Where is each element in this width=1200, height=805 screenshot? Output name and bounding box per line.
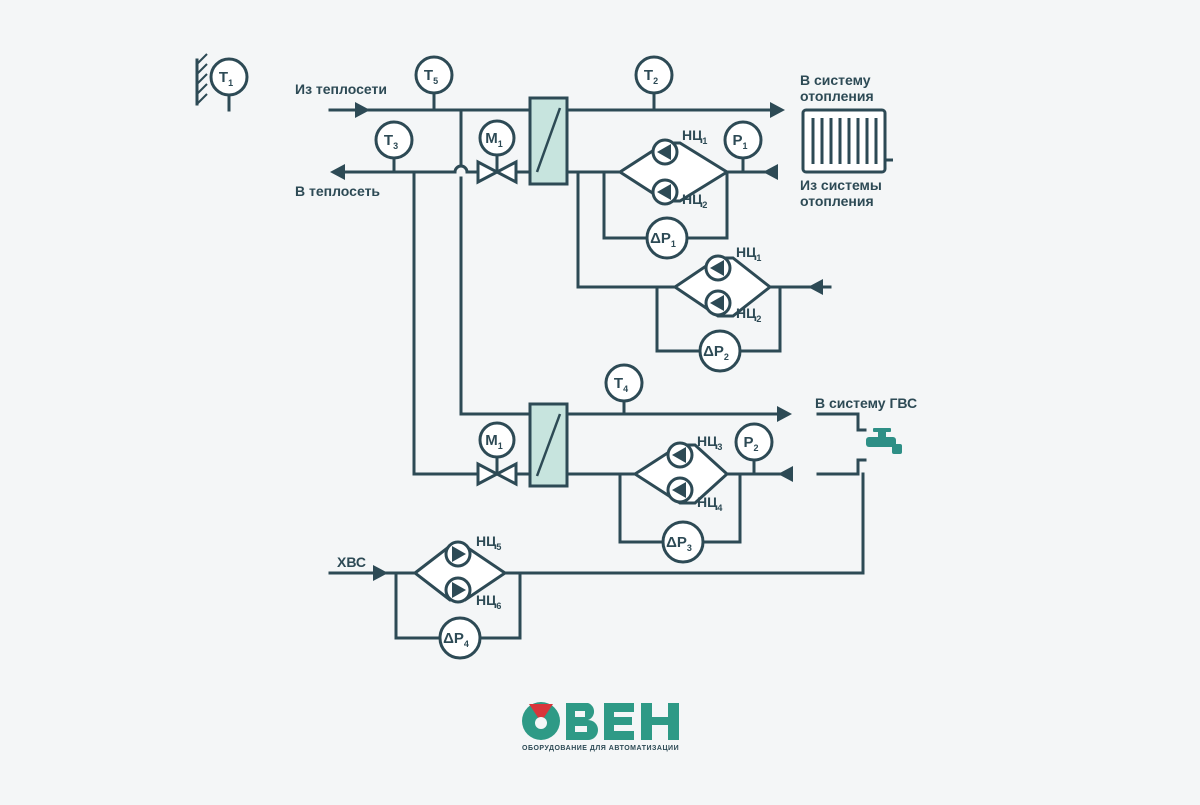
svg-text:T3: T3 <box>384 132 398 151</box>
label-to-heating: В систему <box>800 72 871 88</box>
nc5-label: НЦ <box>476 533 497 549</box>
svg-text:M1: M1 <box>485 432 503 451</box>
svg-text:ΔP3: ΔP3 <box>666 534 692 553</box>
arrow-makeup <box>808 279 823 295</box>
svg-text:T5: T5 <box>424 67 438 86</box>
nc6-sub: 6 <box>496 601 501 611</box>
sensor-dp3: ΔP3 <box>661 520 705 564</box>
sensor-t3: T3 <box>374 120 414 172</box>
nc2-label: НЦ <box>682 191 703 207</box>
nc2b-label: НЦ <box>736 305 757 321</box>
svg-text:ΔP4: ΔP4 <box>443 630 469 649</box>
label-cold-water: ХВС <box>337 554 366 570</box>
wall-hatching <box>196 53 208 105</box>
label-to-dhw: В систему ГВС <box>815 395 917 411</box>
sensor-t4: T4 <box>604 363 644 414</box>
m1b-label: M <box>485 432 498 449</box>
nc1b-sub: 1 <box>756 253 761 263</box>
arrow-to-heating <box>770 102 785 118</box>
pump-group-heating <box>617 138 730 206</box>
label-from-heating: Из системы <box>800 177 882 193</box>
arrow-dhw-return <box>778 466 793 482</box>
sensor-dp2: ΔP2 <box>698 329 742 373</box>
flow-labels: Из теплосети В теплосеть В систему отопл… <box>295 72 917 570</box>
control-valve-dhw: M1 <box>476 421 518 487</box>
nc6-label: НЦ <box>476 592 497 608</box>
svg-text:P2: P2 <box>743 434 758 453</box>
m1a-sub: 1 <box>498 139 503 149</box>
svg-text:НЦ1: НЦ1 <box>736 244 761 263</box>
nc1-sub: 1 <box>702 136 707 146</box>
oven-logo: ОБОРУДОВАНИЕ ДЛЯ АВТОМАТИЗАЦИИ <box>522 702 679 752</box>
nc4-sub: 4 <box>717 503 722 513</box>
svg-text:НЦ5: НЦ5 <box>476 533 501 552</box>
label-to-heating-2: отопления <box>800 88 874 104</box>
label-from-heating-2: отопления <box>800 193 874 209</box>
arrow-to-dhw <box>777 406 792 422</box>
heat-exchanger-heating <box>528 96 569 186</box>
nc5-sub: 5 <box>496 542 501 552</box>
svg-text:НЦ2: НЦ2 <box>682 191 707 210</box>
nc1b-label: НЦ <box>736 244 757 260</box>
svg-text:НЦ1: НЦ1 <box>682 127 707 146</box>
sensor-p1: P1 <box>723 120 763 172</box>
m1a-label: M <box>485 130 498 147</box>
sensor-t1: T1 <box>209 57 249 97</box>
arrow-cold-water <box>373 565 388 581</box>
arrow-in-network <box>355 102 370 118</box>
pump-group-makeup <box>672 254 773 318</box>
sensor-t2: T2 <box>634 55 674 110</box>
svg-text:T2: T2 <box>644 67 658 86</box>
svg-text:НЦ3: НЦ3 <box>697 433 722 452</box>
nc3-label: НЦ <box>697 433 718 449</box>
sensor-dp1: ΔP1 <box>645 216 689 260</box>
svg-text:T1: T1 <box>219 69 233 88</box>
label-to-network: В теплосеть <box>295 183 380 199</box>
nc2-sub: 2 <box>702 200 707 210</box>
svg-text:НЦ6: НЦ6 <box>476 592 501 611</box>
svg-text:НЦ2: НЦ2 <box>736 305 761 324</box>
sensor-p2: P2 <box>734 422 774 474</box>
sensor-dp4: ΔP4 <box>438 616 482 660</box>
pump-group-dhw <box>632 441 730 505</box>
svg-text:T4: T4 <box>614 375 628 394</box>
svg-text:ΔP1: ΔP1 <box>650 230 676 249</box>
arrow-to-network <box>330 164 345 180</box>
heat-exchanger-dhw <box>528 402 569 488</box>
arrow-from-heating <box>763 164 778 180</box>
m1b-sub: 1 <box>498 441 503 451</box>
sensor-t5: T5 <box>414 55 454 110</box>
svg-text:ΔP2: ΔP2 <box>703 343 729 362</box>
nc3-sub: 3 <box>717 442 722 452</box>
pump-group-cold-water <box>412 540 508 604</box>
label-from-network: Из теплосети <box>295 81 387 97</box>
svg-text:НЦ4: НЦ4 <box>697 494 722 513</box>
control-valve-heating: M1 <box>476 119 518 185</box>
svg-text:P1: P1 <box>732 132 747 151</box>
pump-labels: НЦ1 НЦ2 НЦ1 НЦ2 НЦ3 НЦ4 НЦ5 НЦ6 <box>476 127 761 611</box>
nc1-label: НЦ <box>682 127 703 143</box>
radiator-icon <box>801 108 893 174</box>
svg-text:M1: M1 <box>485 130 503 149</box>
logo-tagline: ОБОРУДОВАНИЕ ДЛЯ АВТОМАТИЗАЦИИ <box>522 745 679 752</box>
nc4-label: НЦ <box>697 494 718 510</box>
nc2b-sub: 2 <box>756 314 761 324</box>
faucet-icon <box>866 428 902 454</box>
flow-arrows <box>330 102 823 581</box>
